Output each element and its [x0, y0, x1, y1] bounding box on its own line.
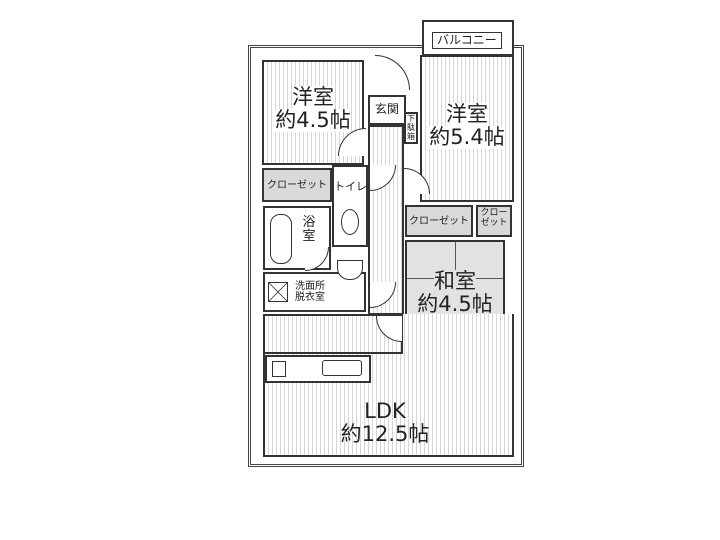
- washing-machine-icon: [268, 282, 288, 302]
- western-room-1-name: 洋室: [292, 85, 334, 110]
- bathtub-icon: [270, 214, 292, 264]
- western-room-2: 洋室 約5.4帖: [420, 55, 514, 202]
- bathroom-label: 浴室: [302, 215, 316, 245]
- kitchen-sink-icon: [322, 360, 362, 376]
- closet-3: クロー ゼット: [476, 205, 512, 237]
- shoe-box: 下駄箱: [404, 112, 418, 144]
- ldk-size: 約12.5帖: [340, 422, 430, 447]
- washroom: 洗面所 脱衣室: [263, 260, 366, 312]
- sink-icon: [337, 260, 363, 280]
- entrance-label: 玄関: [374, 102, 399, 116]
- closet-2: クローゼット: [405, 205, 473, 237]
- toilet-fixture-icon: [341, 209, 359, 235]
- entrance: 玄関: [368, 95, 406, 125]
- stove-icon: [272, 361, 286, 377]
- western-room-1-size: 約4.5帖: [275, 108, 351, 133]
- balcony: バルコニー: [422, 20, 514, 56]
- japanese-room-size: 約4.5帖: [417, 292, 493, 317]
- shoe-box-label: 下駄箱: [407, 114, 415, 141]
- kitchen-counter: [265, 355, 371, 383]
- closet-1-label: クローゼット: [267, 180, 327, 191]
- washroom-label-1: 洗面所: [295, 281, 325, 292]
- closet-2-label: クローゼット: [409, 216, 469, 227]
- western-room-1: 洋室 約4.5帖: [262, 60, 364, 165]
- ldk-name: LDK: [364, 399, 406, 423]
- balcony-label: バルコニー: [432, 32, 502, 50]
- western-room-2-name: 洋室: [446, 102, 488, 127]
- closet-1: クローゼット: [262, 168, 332, 202]
- toilet-label: トイレ: [334, 180, 367, 193]
- closet-3-label: クロー ゼット: [480, 208, 508, 228]
- toilet: トイレ: [332, 165, 368, 247]
- washroom-label-2: 脱衣室: [295, 292, 325, 303]
- japanese-room-name: 和室: [434, 269, 476, 294]
- western-room-2-size: 約5.4帖: [429, 125, 505, 150]
